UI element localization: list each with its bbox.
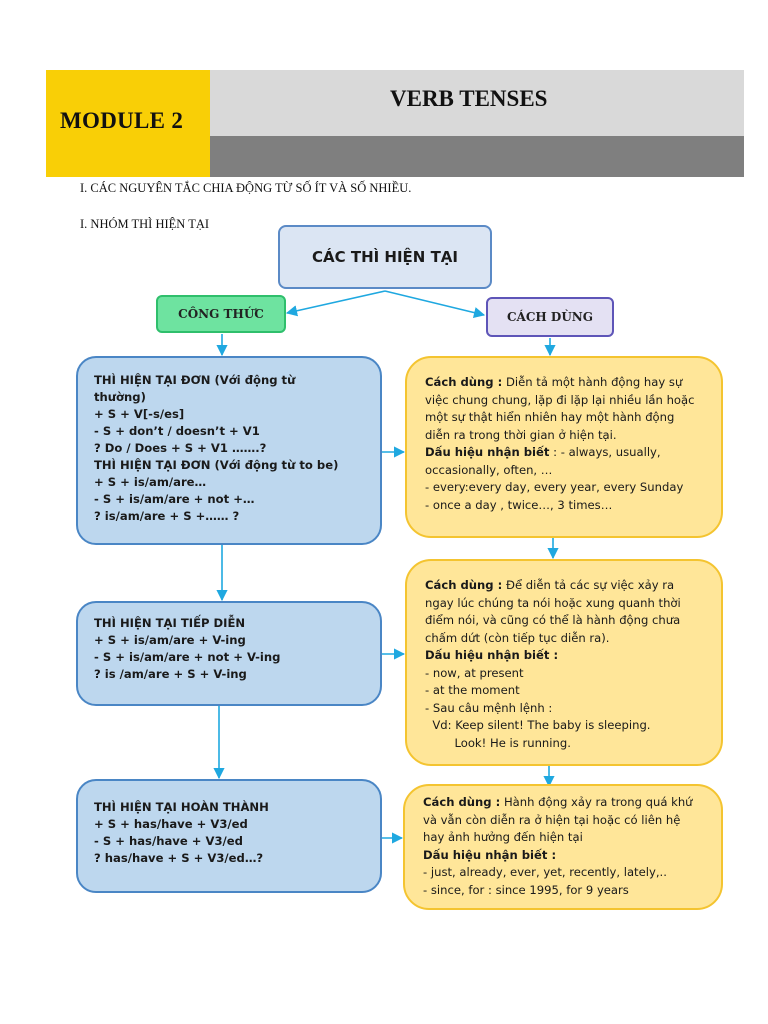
formula-line: + S + has/have + V3/ed [94, 817, 248, 831]
signal-label: Dấu hiệu nhận biết : [425, 648, 559, 662]
usage-label: Cách dùng : [425, 375, 503, 389]
usage-node: CÁCH DÙNG [486, 297, 614, 337]
signal-line: - once a day , twice…, 3 times… [425, 497, 613, 512]
formula-line: ? has/have + S + V3/ed…? [94, 851, 264, 865]
section-heading-rules: I. CÁC NGUYÊN TẮC CHIA ĐỘNG TỪ SỐ ÍT VÀ … [80, 181, 412, 195]
formula-line: + S + V[-s/es] [94, 407, 185, 421]
usage-line: ngay lúc chúng ta nói hoặc xung quanh th… [425, 595, 681, 610]
usage-line: chấm dứt (còn tiếp tục diễn ra). [425, 630, 610, 645]
signal-line: Vd: Keep silent! The baby is sleeping. [425, 718, 651, 732]
arrow-root-to-usage [384, 290, 486, 319]
usage-line: việc chung chung, lặp đi lặp lại nhiều l… [425, 392, 695, 407]
usage-box-present-perfect: Cách dùng : Hành động xảy ra trong quá k… [403, 784, 723, 910]
usage-text: Hành động xảy ra trong quá khứ [500, 795, 693, 809]
module-label-box: MODULE 2 [46, 70, 210, 177]
formula-line: ? is /am/are + S + V-ing [94, 667, 247, 681]
usage-box-present-continuous: Cách dùng : Để diễn tả các sự việc xảy r… [405, 559, 723, 766]
section-heading-present: I. NHÓM THÌ HIỆN TẠI [80, 217, 210, 231]
signal-label: Dấu hiệu nhận biết : [423, 847, 557, 862]
formula-line: THÌ HIỆN TẠI TIẾP DIỄN [94, 616, 246, 630]
formula-line: + S + is/am/are + V-ing [94, 633, 246, 647]
formula-node: CÔNG THỨC [156, 295, 286, 333]
formula-line: - S + has/have + V3/ed [94, 834, 243, 848]
page-title: VERB TENSES [390, 86, 548, 111]
formula-line: THÌ HIỆN TẠI HOÀN THÀNH [94, 800, 269, 814]
formula-line: THÌ HIỆN TẠI ĐƠN (Với động từ [94, 373, 296, 387]
formula-box-present-perfect: THÌ HIỆN TẠI HOÀN THÀNH + S + has/have +… [76, 779, 382, 893]
usage-label: Cách dùng : [423, 795, 501, 809]
root-node: CÁC THÌ HIỆN TẠI [278, 225, 492, 289]
usage-line: và vẫn còn diễn ra ở hiện tại hoặc có li… [423, 812, 681, 827]
formula-line: ? Do / Does + S + V1 …….? [94, 441, 267, 455]
usage-line: một sự thật hiển nhiên hay một hành động [425, 410, 675, 424]
usage-label: Cách dùng : [425, 578, 503, 592]
signal-line: - now, at present [425, 665, 524, 680]
arrow-root-to-formula [285, 290, 386, 317]
signal-label: Dấu hiệu nhận biết [425, 445, 550, 459]
signal-line: - since, for : since 1995, for 9 years [423, 882, 629, 897]
usage-text: Diễn tả một hành động hay sự [502, 375, 683, 389]
formula-line: thường) [94, 390, 146, 404]
signal-line: - just, already, ever, yet, recently, la… [423, 865, 667, 879]
usage-line: điểm nói, và cũng có thể là hành động ch… [425, 613, 681, 627]
signal-line: - at the moment [425, 683, 520, 697]
usage-box-present-simple: Cách dùng : Diễn tả một hành động hay sự… [405, 356, 723, 538]
formula-line: + S + is/am/are… [94, 475, 207, 489]
title-bar: VERB TENSES [210, 70, 744, 136]
header-subbar [210, 136, 744, 177]
formula-box-present-simple: THÌ HIỆN TẠI ĐƠN (Với động từ thường) + … [76, 356, 382, 545]
formula-line: - S + is/am/are + not +… [94, 492, 255, 506]
formula-line: - S + is/am/are + not + V-ing [94, 650, 281, 664]
usage-line: diễn ra trong thời gian ở hiện tại. [425, 427, 617, 442]
formula-line: - S + don’t / doesn’t + V1 [94, 424, 260, 438]
formula-line: THÌ HIỆN TẠI ĐƠN (Với động từ to be) [94, 458, 339, 472]
signal-line: Look! He is running. [425, 735, 571, 750]
signal-line: - every:every day, every year, every Sun… [425, 480, 684, 494]
usage-text: Để diễn tả các sự việc xảy ra [502, 578, 675, 592]
signal-line: - Sau câu mệnh lệnh : [425, 700, 553, 715]
formula-line: ? is/am/are + S +…… ? [94, 509, 240, 523]
signal-text: : - always, usually, [549, 445, 661, 459]
usage-line: hay ảnh hưởng đến hiện tại [423, 830, 583, 844]
module-label: MODULE 2 [60, 108, 184, 133]
signal-line: occasionally, often, … [425, 462, 553, 477]
formula-box-present-continuous: THÌ HIỆN TẠI TIẾP DIỄN + S + is/am/are +… [76, 601, 382, 706]
